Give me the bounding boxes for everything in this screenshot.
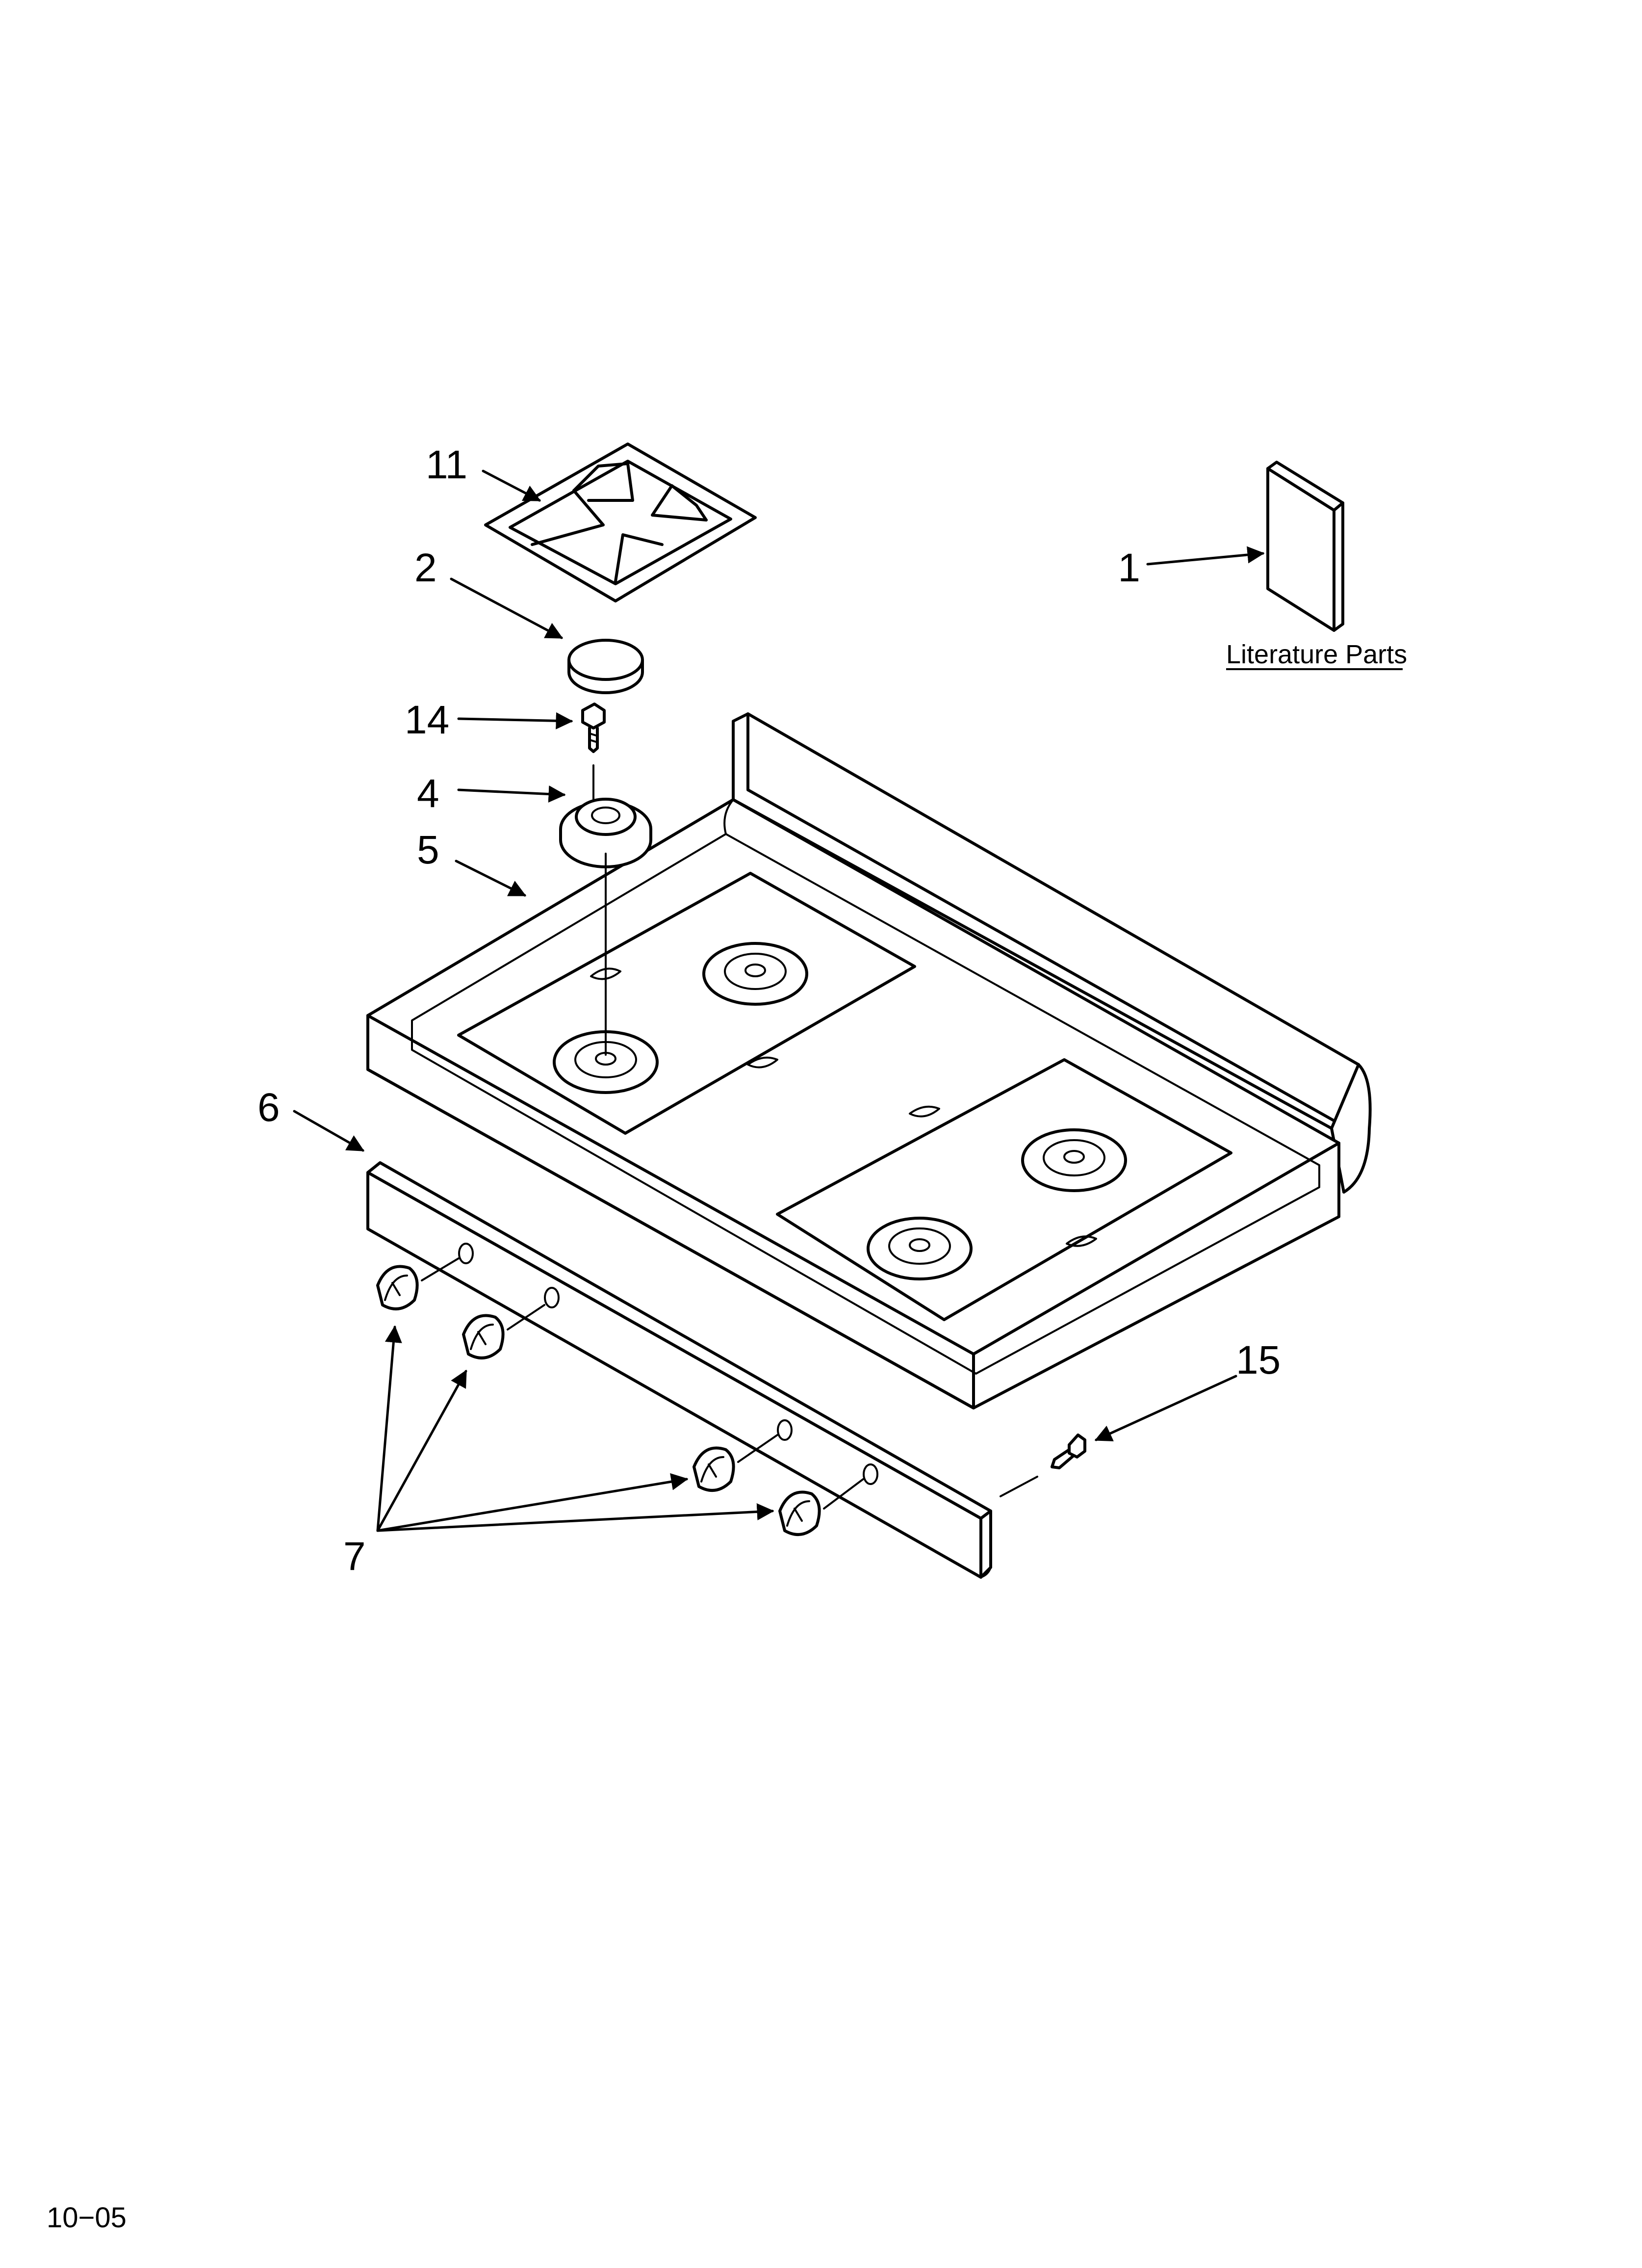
cooktop-main-top [366, 712, 1372, 1409]
control-panel [366, 1161, 992, 1579]
callout-7: 7 [343, 1534, 366, 1579]
burner-grate [484, 443, 757, 602]
callout-4: 4 [417, 771, 439, 816]
callout-5: 5 [417, 828, 439, 872]
literature-parts-label: Literature Parts [1226, 640, 1407, 669]
screw-15-guide [1000, 1476, 1038, 1497]
assembly-line [592, 764, 607, 1056]
callout-11: 11 [426, 443, 467, 487]
screw-15 [1051, 1434, 1086, 1469]
callout-1: 1 [1118, 546, 1140, 590]
control-knob-2 [462, 1314, 505, 1359]
control-knob-4 [778, 1490, 821, 1536]
literature-booklet [1266, 461, 1344, 632]
callout-15: 15 [1236, 1338, 1281, 1382]
callout-2: 2 [414, 546, 437, 590]
burner-base [559, 798, 652, 868]
burner-cap [567, 639, 644, 694]
callout-14: 14 [405, 698, 449, 742]
page-code: 10−05 [47, 2202, 127, 2234]
control-knob-1 [376, 1265, 419, 1310]
screw-14 [581, 703, 606, 753]
control-knob-3 [693, 1446, 735, 1492]
callout-6: 6 [257, 1085, 280, 1130]
knob-guide-lines [421, 1257, 864, 1510]
leader-lines [293, 469, 1265, 1532]
